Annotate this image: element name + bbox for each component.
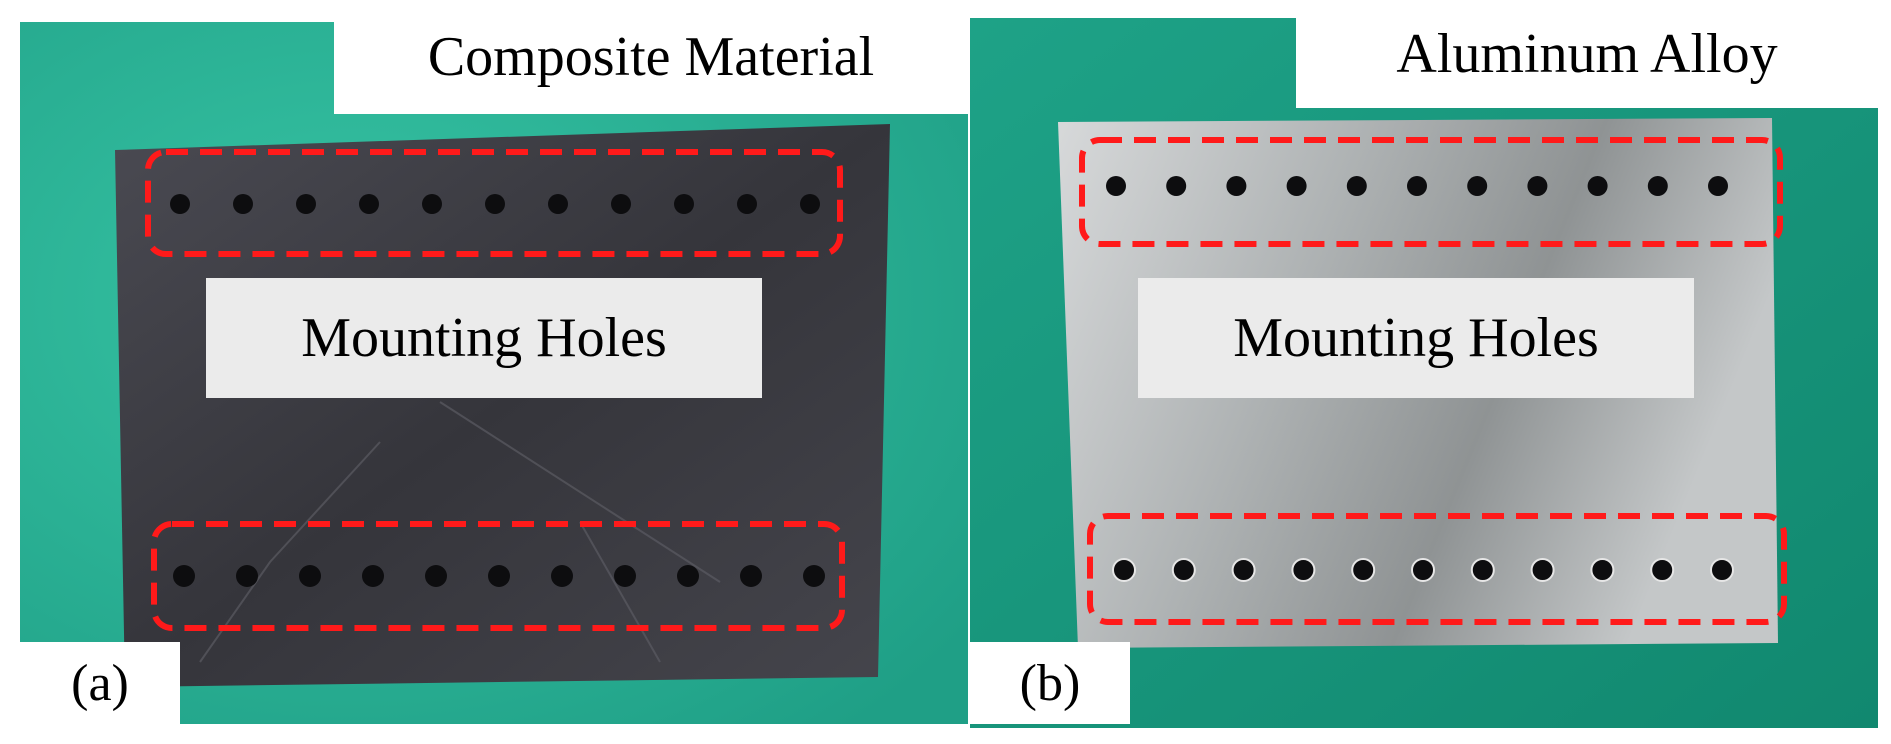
mounting-hole bbox=[737, 194, 757, 214]
mounting-hole bbox=[803, 565, 825, 587]
mounting-hole bbox=[1112, 558, 1136, 582]
mounting-hole bbox=[1411, 558, 1435, 582]
mounting-hole bbox=[551, 565, 573, 587]
mounting-hole bbox=[1226, 176, 1247, 196]
mounting-hole bbox=[1647, 176, 1668, 196]
mounting-hole bbox=[800, 194, 820, 214]
panel-b-label: Mounting Holes bbox=[1138, 278, 1694, 398]
mounting-hole bbox=[1346, 176, 1367, 196]
mounting-hole bbox=[1351, 558, 1376, 582]
top-holes-highlight bbox=[145, 149, 843, 257]
panel-a-letter: (a) bbox=[20, 642, 180, 724]
mounting-hole bbox=[296, 194, 316, 214]
mounting-hole bbox=[1530, 558, 1555, 582]
mounting-hole bbox=[362, 565, 384, 587]
mounting-hole bbox=[1286, 176, 1307, 196]
mounting-hole bbox=[170, 194, 190, 214]
mounting-hole bbox=[233, 194, 253, 214]
mounting-hole bbox=[173, 565, 195, 587]
mounting-hole bbox=[1650, 558, 1675, 582]
mounting-hole bbox=[485, 194, 505, 214]
composite-plate bbox=[115, 124, 890, 687]
mounting-hole bbox=[1470, 558, 1495, 582]
mounting-hole bbox=[1166, 176, 1187, 196]
bottom-holes-highlight bbox=[151, 521, 845, 631]
mounting-hole bbox=[1590, 558, 1615, 582]
bottom-holes-highlight bbox=[1087, 513, 1787, 625]
mounting-hole bbox=[299, 565, 321, 587]
mounting-hole bbox=[425, 565, 447, 587]
mounting-hole bbox=[740, 565, 762, 587]
mounting-hole bbox=[1291, 558, 1316, 582]
mounting-hole bbox=[548, 194, 568, 214]
mounting-hole bbox=[674, 194, 694, 214]
mounting-hole bbox=[1527, 176, 1548, 196]
panel-b-letter: (b) bbox=[970, 642, 1130, 724]
panel-b-title: Aluminum Alloy bbox=[1296, 0, 1878, 108]
mounting-hole bbox=[1231, 558, 1256, 582]
panel-a-label: Mounting Holes bbox=[206, 278, 762, 398]
composite-plate-photo bbox=[20, 22, 968, 724]
mounting-hole bbox=[614, 565, 636, 587]
mounting-hole bbox=[488, 565, 510, 587]
mounting-hole bbox=[677, 565, 699, 587]
mounting-hole bbox=[1106, 176, 1126, 196]
mounting-hole bbox=[1171, 558, 1196, 582]
top-holes-highlight bbox=[1079, 137, 1783, 247]
panel-a-title: Composite Material bbox=[334, 0, 968, 114]
mounting-hole bbox=[236, 565, 258, 587]
mounting-hole bbox=[1407, 176, 1427, 196]
mounting-hole bbox=[611, 194, 631, 214]
mounting-hole bbox=[1467, 176, 1488, 196]
mounting-hole bbox=[422, 194, 442, 214]
mounting-hole bbox=[1587, 176, 1608, 196]
mounting-hole bbox=[1710, 558, 1734, 582]
photo-composite-panel bbox=[20, 22, 968, 724]
mounting-hole bbox=[1708, 176, 1728, 196]
mounting-hole bbox=[359, 194, 379, 214]
